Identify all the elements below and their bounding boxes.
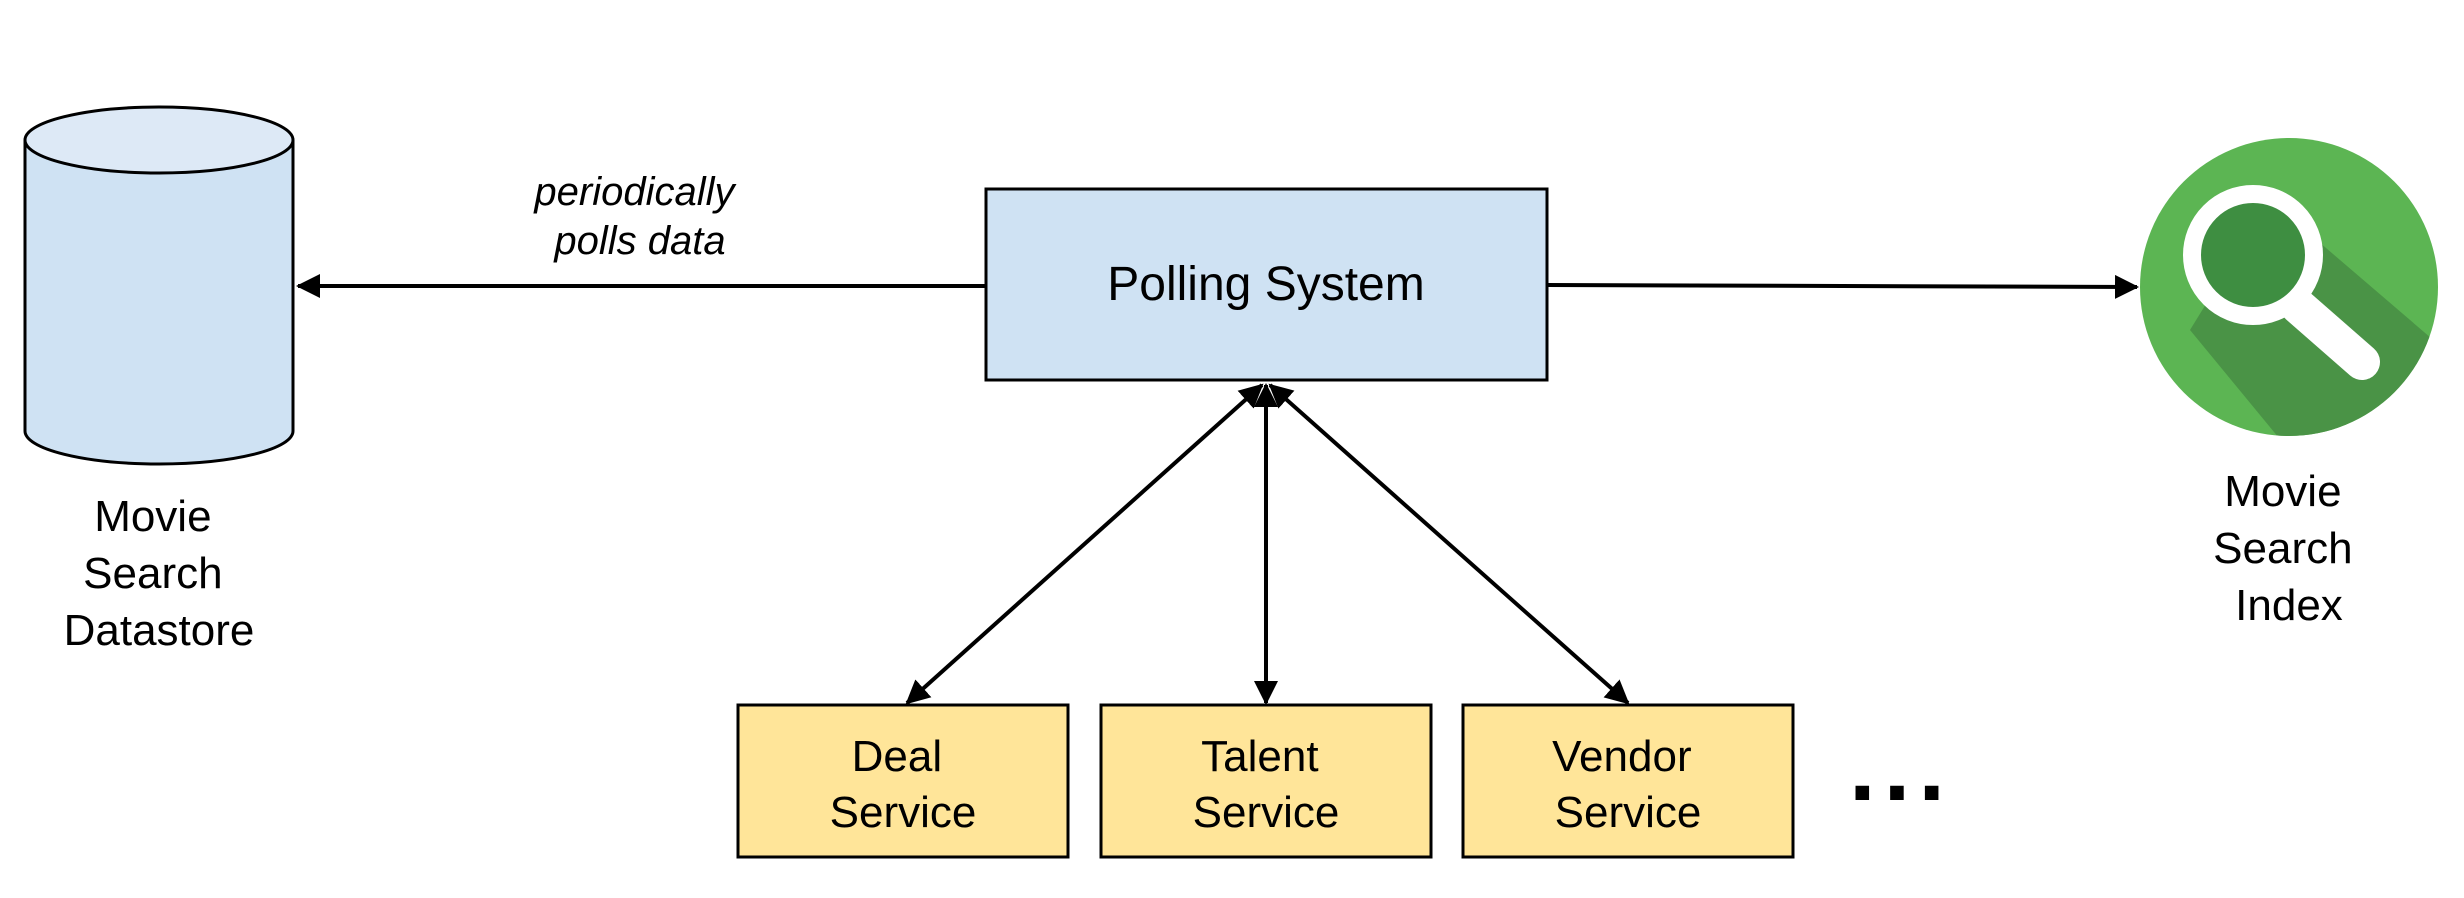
deal-service-label: Deal Service xyxy=(830,732,977,837)
talent-service-box xyxy=(1099,703,1433,859)
talent-service-label-line-1: Talent xyxy=(1201,732,1318,781)
datastore-label: Movie Search Datastore xyxy=(64,492,255,655)
deal-service-label-line-2: Service xyxy=(830,788,977,837)
datastore-cylinder-body xyxy=(23,140,295,466)
polling-system-box xyxy=(984,187,1549,382)
vendor-service-label-line-1: Vendor xyxy=(1552,732,1691,781)
edge-label-line-2: polls data xyxy=(553,219,725,263)
vendor-service-box xyxy=(1461,703,1795,859)
search-index-label-line-3: Index xyxy=(2235,581,2343,630)
talent-service: Talent Service xyxy=(1099,703,1433,859)
datastore-label-line-3: Datastore xyxy=(64,606,255,655)
polling-system: Polling System xyxy=(984,187,1549,382)
deal-service-box xyxy=(736,703,1070,859)
edge-polling-vendor-service xyxy=(1268,383,1630,705)
search-index-label-line-1: Movie xyxy=(2224,467,2341,516)
vendor-service-label: Vendor Service xyxy=(1552,732,1704,837)
search-index-label-line-2: Search xyxy=(2213,524,2352,573)
datastore-label-line-2: Search xyxy=(83,549,222,598)
edges xyxy=(296,274,2139,705)
talent-service-label: Talent Service xyxy=(1193,732,1340,837)
edge-polling-to-search-index xyxy=(1546,274,2139,299)
magnifier-icon-lens xyxy=(2183,185,2323,325)
search-index-label: Movie Search Index xyxy=(2213,467,2365,630)
datastore-label-line-1: Movie xyxy=(94,492,211,541)
talent-service-label-line-2: Service xyxy=(1193,788,1340,837)
magnifier-icon-handle xyxy=(2280,288,2380,380)
movie-search-datastore: Movie Search Datastore xyxy=(23,105,295,655)
edge-label-line-1: periodically xyxy=(533,170,737,214)
datastore-cylinder-top xyxy=(23,105,295,175)
movie-search-index: Movie Search Index xyxy=(2140,138,2438,630)
polling-system-label: Polling System xyxy=(1107,258,1424,311)
edge-label-polls: periodically polls data xyxy=(533,170,745,263)
vendor-service-label-line-2: Service xyxy=(1555,788,1702,837)
deal-service: Deal Service xyxy=(736,703,1070,859)
edge-polling-deal-service xyxy=(905,383,1264,705)
more-services-ellipsis: ... xyxy=(1849,714,1953,821)
deal-service-label-line-1: Deal xyxy=(852,732,943,781)
vendor-service: Vendor Service xyxy=(1461,703,1795,859)
magnifier-icon xyxy=(2140,138,2438,436)
